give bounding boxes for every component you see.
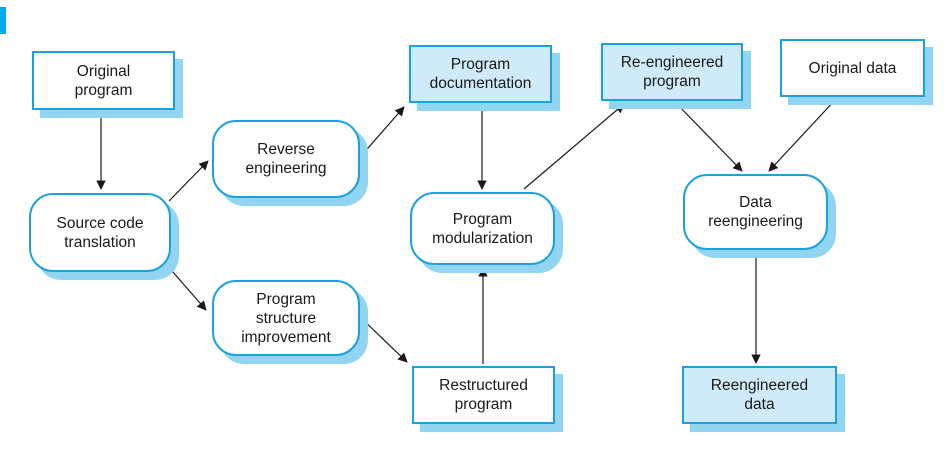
node-original-program-label: Original program [74,62,133,99]
node-restructured-program-label: Restructured program [439,377,528,413]
node-original-data: Original data [780,39,925,97]
node-program-documentation: Program documentation [409,45,552,103]
node-program-modularization-label: Program modularization [432,210,533,247]
node-program-structure-improvement-label: Program structure improvement [241,290,331,346]
node-program-documentation-label: Program documentation [429,56,532,92]
node-program-modularization: Program modularization [410,192,555,265]
node-data-reengineering: Data reengineering [683,174,828,250]
node-data-reengineering-label: Data reengineering [708,194,803,230]
node-program-structure-improvement: Program structure improvement [212,280,360,356]
node-original-program: Original program [32,51,175,110]
arrow-program-structure-improvement-to-restructured-program [360,317,408,363]
node-reengineered-data: Reengineered data [682,366,837,424]
node-reengineered-data-label: Reengineered data [710,377,809,413]
figure-margin-marker [0,7,6,34]
node-original-data-label: Original data [808,59,897,77]
node-source-code-translation: Source code translation [29,193,171,272]
arrow-re-engineered-program-to-data-reengineering [675,102,743,172]
node-reverse-engineering-label: Reverse engineering [245,141,327,177]
node-source-code-translation-label: Source code translation [56,214,144,251]
arrow-reverse-engineering-to-program-documentation [360,106,405,157]
arrow-original-data-to-data-reengineering [768,98,837,172]
node-restructured-program: Restructured program [412,366,555,424]
node-re-engineered-program: Re-engineered program [601,43,743,101]
node-reverse-engineering: Reverse engineering [212,120,360,198]
arrow-source-code-translation-to-program-structure-improvement [165,263,207,311]
node-re-engineered-program-label: Re-engineered program [620,54,724,90]
arrow-program-modularization-to-re-engineered-program [523,103,625,190]
arrow-source-code-translation-to-reverse-engineering [168,160,209,202]
